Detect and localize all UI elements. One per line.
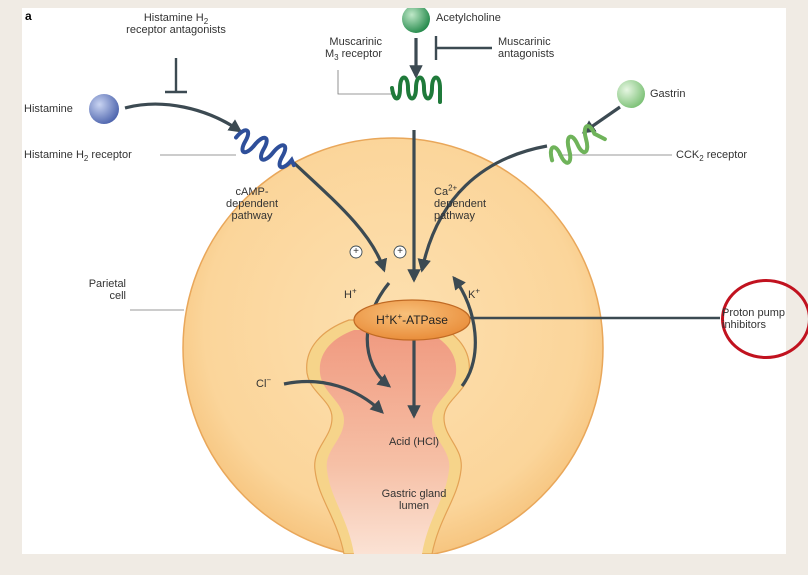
plus-sign-camp: +: [353, 246, 359, 257]
muscarinic-m3-receptor: [390, 75, 442, 104]
histamine-binding-arrow: [124, 102, 243, 133]
k-ion-label: K+: [468, 286, 481, 301]
ca-pathway-label: Ca2+- dependent pathway: [434, 183, 486, 222]
gastrin-molecule: [617, 80, 645, 108]
cck2-receptor: [548, 124, 607, 165]
camp-pathway-arrow: [292, 161, 388, 273]
cl-arrow: [283, 379, 384, 414]
proton-pump-atpase: [353, 299, 471, 341]
cl-ion-label: Cl−: [256, 375, 272, 390]
ca-pathway-arrow-curve: [417, 144, 548, 273]
histamine-label: Histamine: [24, 103, 73, 115]
signal-arrows: [124, 38, 621, 419]
plus-markers: [349, 245, 407, 259]
gastrin-label: Gastrin: [650, 88, 686, 100]
lumen-interior: [319, 330, 457, 554]
k-influx-arrow: [452, 275, 477, 387]
figure-panel: a Histamine H2 receptor antagonists Musc…: [22, 8, 808, 554]
plus-sign-ca: +: [397, 246, 403, 257]
proton-pump-label: H+K+-ATPase: [376, 312, 448, 327]
acetylcholine-label: Acetylcholine: [436, 12, 501, 24]
proton-pump-inhibitors-label: Proton pump inhibitors: [722, 307, 785, 331]
acid-label: Acid (HCl): [388, 436, 440, 448]
h-efflux-arrow: [365, 281, 392, 388]
h2-receptor-label: Histamine H2 receptor: [24, 149, 132, 164]
diagram-canvas: [89, 8, 720, 554]
camp-pathway-label: cAMP- dependent pathway: [226, 186, 278, 222]
lumen-label: Gastric gland lumen: [381, 488, 447, 512]
m3-receptor-label: Muscarinic M3 receptor: [324, 36, 382, 63]
h2-antagonist-label: Histamine H2 receptor antagonists: [126, 12, 226, 36]
leader-lines: [130, 70, 672, 311]
histamine-molecule: [89, 94, 119, 124]
histamine-h2-receptor: [234, 128, 296, 170]
parietal-cell-label: Parietal cell: [88, 278, 126, 302]
acetylcholine-molecule: [402, 8, 430, 33]
cck2-receptor-label: CCK2 receptor: [676, 149, 748, 164]
h-ion-label: H+: [344, 286, 357, 301]
muscarinic-antagonist-label: Muscarinic antagonists: [498, 36, 555, 60]
drug-highlight-circle: [721, 279, 808, 359]
panel-letter: a: [25, 9, 32, 23]
